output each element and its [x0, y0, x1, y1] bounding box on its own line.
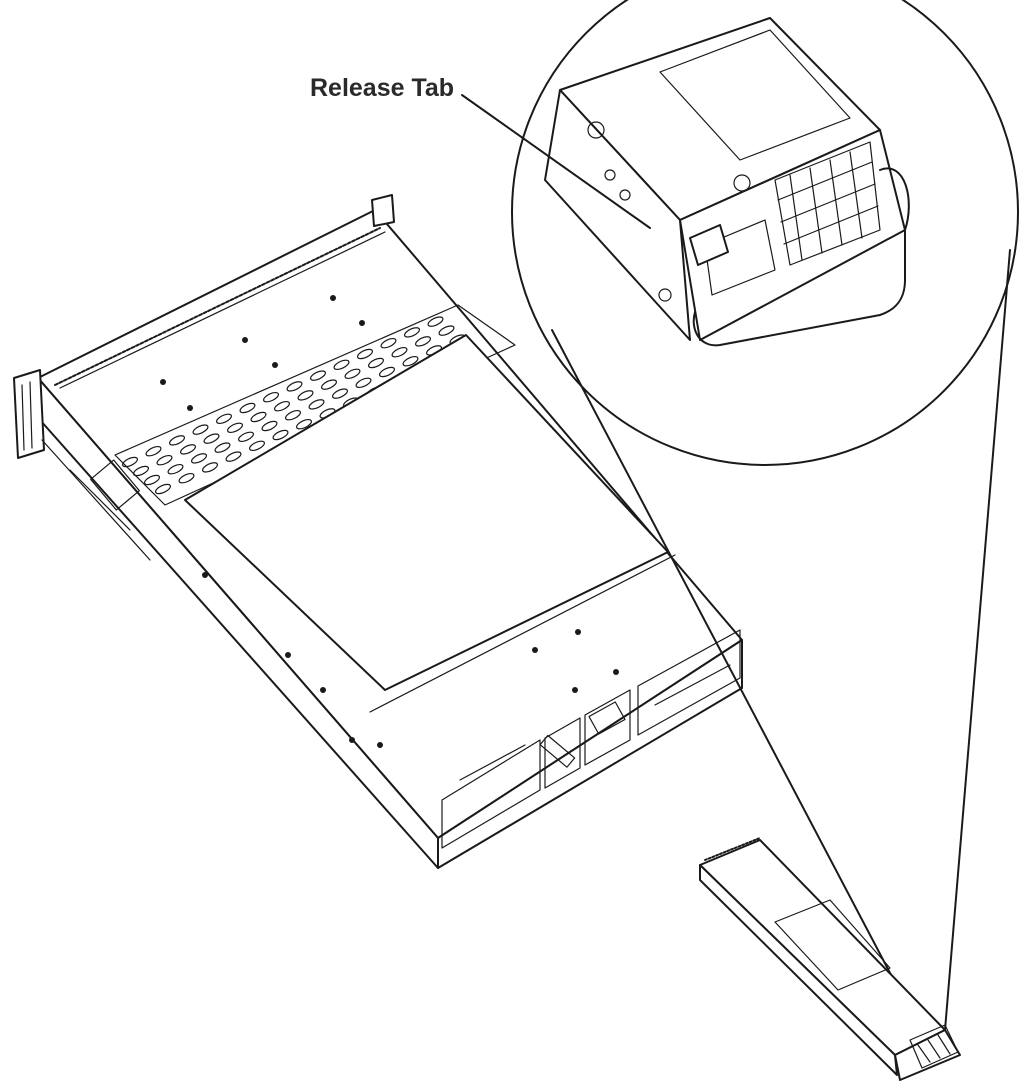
vent-slot — [144, 474, 160, 486]
vent-slot — [263, 391, 279, 403]
vent-slot — [169, 435, 185, 446]
vent-slot — [274, 400, 290, 412]
front-psu-bays — [441, 629, 741, 849]
side-screws — [202, 572, 383, 748]
psu-detail-screw — [733, 174, 751, 192]
vent-slot — [310, 370, 326, 381]
cover-screws — [160, 295, 619, 693]
vent-slot — [380, 337, 397, 349]
vent-slot — [239, 402, 256, 414]
vent-slot — [192, 424, 209, 435]
vent-slot — [250, 411, 267, 423]
vent-slot — [225, 451, 242, 462]
vent-slot — [122, 456, 138, 468]
vent-slot — [285, 409, 301, 421]
server-chassis — [13, 194, 743, 869]
vent-slots — [122, 316, 477, 495]
rear-ear-right — [371, 194, 395, 227]
rear-ear-left — [13, 369, 45, 459]
release-tab-label: Release Tab — [310, 74, 455, 102]
vent-slot — [357, 348, 373, 360]
vent-slot — [391, 346, 408, 358]
psu-detail-screw — [658, 288, 672, 302]
vent-slot — [321, 379, 337, 390]
psu-detail-fan-grille — [774, 141, 881, 266]
cover-seam-rear — [59, 231, 386, 389]
vent-slot — [180, 444, 196, 455]
vent-slot — [402, 355, 419, 367]
psu-module-end — [894, 1029, 961, 1081]
psu-detail-power-socket — [704, 219, 776, 296]
vent-slot — [249, 440, 265, 452]
vent-slot — [191, 453, 207, 464]
vent-slot — [214, 442, 231, 453]
vent-slot — [368, 357, 384, 369]
vent-slot — [438, 325, 455, 336]
vent-slot — [167, 463, 184, 475]
vent-slot — [344, 368, 361, 380]
vent-slot — [156, 454, 173, 466]
vent-slot — [355, 377, 372, 389]
vent-slot — [415, 336, 431, 347]
psu-detail-label-panel — [659, 29, 851, 161]
vent-slot — [427, 316, 444, 327]
vent-slot — [332, 388, 348, 399]
vent-slot — [178, 472, 195, 484]
vent-slot — [333, 359, 350, 371]
psu-module-top — [699, 839, 946, 1056]
psu-detail-screw — [619, 189, 631, 201]
vent-slot — [379, 366, 395, 378]
rear-screw-strip — [54, 227, 381, 386]
release-tab-leader-line — [461, 94, 651, 229]
vent-slot — [216, 413, 232, 425]
psu-detail-handle — [692, 167, 910, 347]
vent-slot — [297, 390, 314, 401]
psu-module — [699, 837, 961, 1081]
vent-panel — [114, 304, 516, 506]
psu-module-handle — [909, 1024, 959, 1069]
vent-slot — [308, 399, 325, 410]
vent-slot — [227, 422, 243, 434]
psu-detail-side — [544, 89, 691, 341]
vent-slot — [203, 433, 220, 444]
psu-module-vent-edge — [704, 837, 761, 861]
vent-slot — [286, 381, 303, 392]
psu-detail — [544, 17, 910, 347]
cover-seam-front — [369, 554, 676, 713]
vent-slot — [261, 420, 278, 432]
side-rail-detail — [90, 459, 140, 511]
psu-detail-screw — [587, 121, 605, 139]
psu-detail-screw — [604, 169, 616, 181]
vent-slot — [296, 418, 312, 430]
vent-slot — [133, 465, 149, 477]
zoom-cone — [551, 249, 1011, 1031]
vent-slot — [272, 429, 289, 441]
vent-slot — [404, 327, 420, 338]
psu-module-side — [699, 864, 898, 1076]
vent-slot — [145, 445, 162, 457]
magnified-view — [511, 0, 1019, 466]
psu-module-label — [774, 899, 891, 991]
vent-slot — [155, 483, 171, 495]
vent-slot — [202, 462, 218, 473]
vent-slot — [238, 431, 254, 443]
release-tab — [689, 224, 729, 266]
